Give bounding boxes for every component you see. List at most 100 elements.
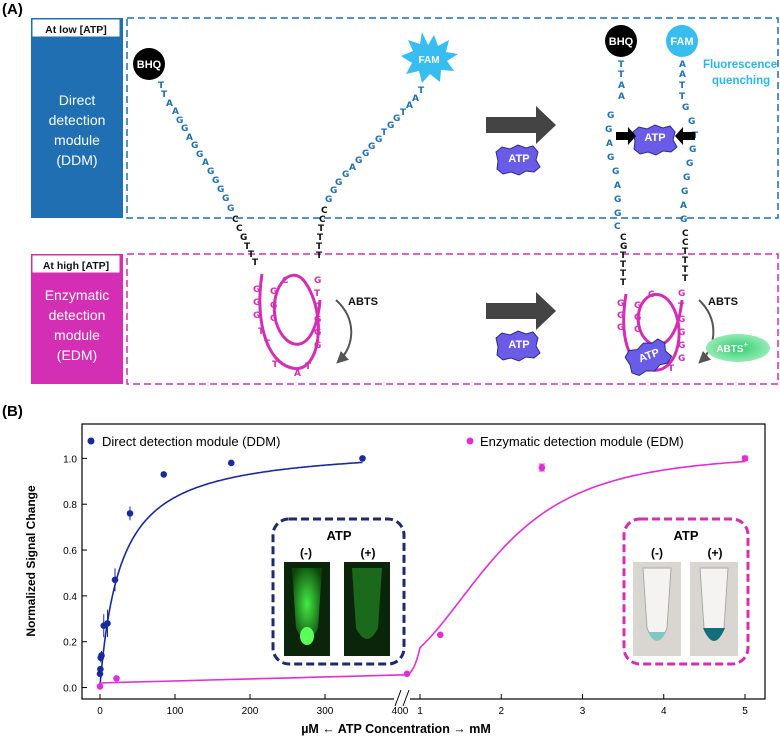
data-point-ddm: [126, 510, 134, 517]
svg-text:G: G: [335, 178, 342, 188]
svg-text:A: A: [166, 99, 173, 109]
x-tick-label: 400: [392, 706, 409, 717]
svg-text:G: G: [181, 124, 188, 134]
svg-text:G: G: [355, 156, 362, 166]
svg-text:A: A: [202, 158, 209, 168]
data-point-ddm: [227, 459, 235, 467]
y-tick-label: 0.8: [63, 500, 77, 511]
binding-arrow-left: [616, 127, 636, 145]
data-point-ddm: [98, 652, 105, 659]
fam-fluorophore-left: [401, 32, 458, 83]
data-point-edm: [403, 670, 411, 678]
svg-text:G: G: [227, 204, 234, 214]
low-atp-tag: [31, 18, 121, 38]
svg-text:A: A: [349, 163, 356, 173]
svg-text:C: C: [682, 238, 689, 248]
y-axis: 0.00.20.40.60.81.0: [63, 454, 87, 695]
svg-text:G: G: [681, 187, 688, 197]
svg-text:A: A: [412, 94, 419, 104]
fam-label-right: FAM: [670, 36, 693, 48]
svg-text:T: T: [682, 247, 689, 257]
svg-text:G: G: [270, 301, 277, 311]
svg-text:T: T: [620, 269, 627, 279]
y-tick-label: 0.4: [63, 592, 77, 603]
high-atp-label: At high [ATP]: [43, 260, 109, 272]
abts-oxidized-label: ABTS+: [716, 342, 747, 355]
svg-text:G: G: [678, 354, 685, 364]
ddm-label-line: detection: [49, 112, 106, 128]
svg-text:T: T: [678, 302, 685, 312]
edm-label-line: Enzymatic: [45, 287, 110, 303]
svg-text:T: T: [252, 258, 259, 268]
y-tick-label: 1.0: [63, 454, 77, 465]
svg-text:A: A: [618, 92, 625, 102]
atp-bound-edm: ATP: [624, 338, 673, 377]
atp-molecule-edm: ATP: [495, 330, 541, 362]
y-axis-title: Normalized Signal Change: [24, 485, 38, 637]
svg-text:G: G: [678, 289, 685, 299]
svg-text:T: T: [248, 250, 255, 260]
svg-text:C: C: [236, 224, 243, 234]
svg-text:T: T: [305, 362, 312, 372]
edm-label-line: module: [54, 327, 100, 343]
svg-text:C: C: [648, 290, 655, 300]
svg-text:G: G: [330, 186, 337, 196]
svg-text:G: G: [253, 298, 260, 308]
svg-text:T: T: [682, 274, 689, 284]
edm-label-line: (EDM): [57, 347, 97, 363]
atp-bound-label-ddm: ATP: [644, 132, 665, 144]
y-tick-label: 0.2: [63, 638, 77, 649]
svg-text:G: G: [314, 276, 321, 286]
fam-fluorophore-right: [666, 25, 698, 57]
closed-linkers: CGT TTT CCT TTT: [620, 229, 689, 288]
svg-text:G: G: [614, 195, 621, 205]
svg-text:G: G: [375, 135, 382, 145]
svg-text:T: T: [618, 70, 625, 80]
svg-text:G: G: [176, 116, 183, 126]
svg-text:T: T: [264, 339, 271, 349]
legend-marker-ddm: [87, 437, 95, 445]
binding-arrow-right: [675, 127, 695, 145]
svg-text:G: G: [607, 153, 614, 163]
svg-text:T: T: [668, 364, 675, 374]
ddm-right-linker: CCT TTT: [316, 206, 328, 261]
svg-text:G: G: [607, 111, 614, 121]
axis-break: [394, 689, 410, 707]
x-tick-label: 200: [242, 706, 259, 717]
edm-inset-pos: (+): [708, 546, 723, 560]
svg-text:G: G: [314, 341, 321, 351]
svg-text:G: G: [387, 121, 394, 131]
bhq-label-left: BHQ: [137, 59, 162, 71]
svg-text:G: G: [212, 176, 219, 186]
svg-text:T: T: [244, 242, 251, 252]
svg-text:T: T: [381, 128, 388, 138]
svg-text:T: T: [620, 278, 627, 288]
svg-text:G: G: [207, 167, 214, 177]
panel-b-label: (B): [2, 403, 23, 420]
abts-reaction-arrow-right: [698, 299, 715, 364]
svg-text:G: G: [682, 103, 689, 113]
svg-text:A: A: [614, 181, 621, 191]
legend-label-edm: Enzymatic detection module (EDM): [480, 434, 684, 449]
abts-label-left: ABTS: [348, 296, 378, 308]
y-tick-label: 0.6: [63, 546, 77, 557]
svg-text:G: G: [393, 114, 400, 124]
svg-text:A: A: [679, 60, 686, 70]
svg-text:G: G: [678, 328, 685, 338]
svg-text:T: T: [418, 86, 425, 96]
abts-reaction-arrow-left: [335, 299, 353, 364]
data-point-ddm: [359, 455, 366, 462]
fam-label-left: FAM: [418, 55, 439, 66]
data-points: [96, 455, 749, 690]
svg-text:G: G: [270, 314, 277, 324]
svg-text:G: G: [680, 215, 687, 225]
atp-label-edm: ATP: [508, 339, 529, 351]
ddm-left-linker: CCG TTT: [232, 215, 259, 268]
panel-a-label: (A): [2, 1, 23, 18]
data-point-edm: [437, 631, 444, 639]
edm-module-block: [31, 254, 123, 384]
svg-text:T: T: [161, 90, 168, 100]
abts-label-right: ABTS: [708, 296, 738, 308]
x-tick-label: 0: [97, 706, 103, 717]
